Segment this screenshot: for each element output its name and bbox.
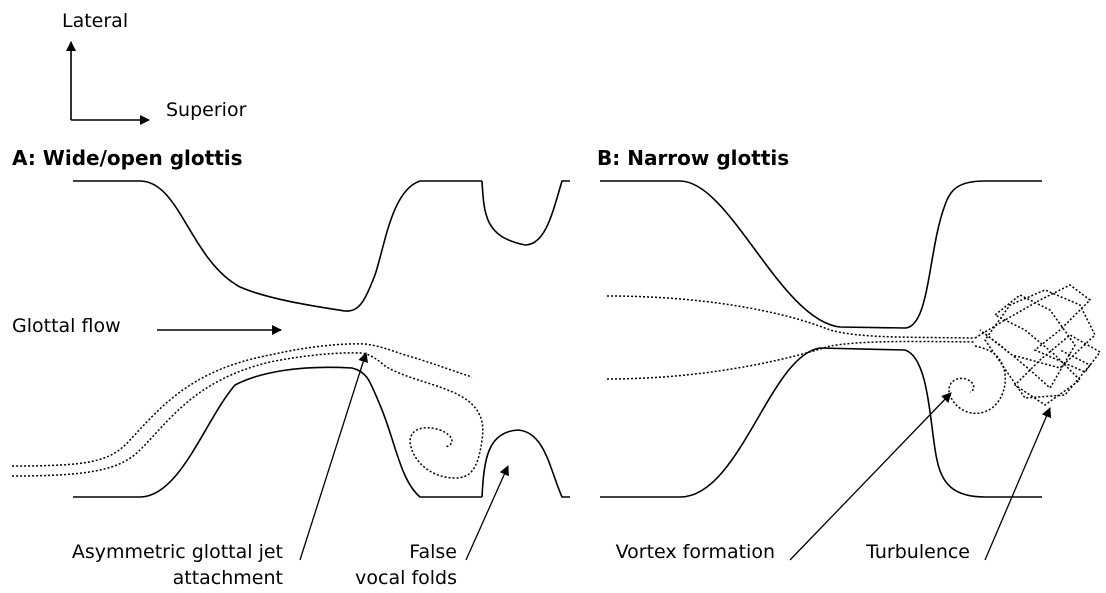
orientation-axes: Lateral Superior <box>62 10 247 121</box>
false-folds-label-line1: False <box>409 541 457 563</box>
panel-a-upper-wall <box>73 181 482 311</box>
vortex-pointer <box>790 393 951 560</box>
jet-attachment-label-line2: attachment <box>173 567 283 589</box>
superior-label: Superior <box>166 99 247 121</box>
panel-a-lower-wall <box>73 367 482 497</box>
panel-a-upper-false-fold <box>482 181 570 245</box>
false-folds-pointer <box>466 466 508 560</box>
panel-b-lower-wall <box>600 348 1042 497</box>
vortex-formation-label: Vortex formation <box>616 541 775 563</box>
false-folds-label-line2: vocal folds <box>355 567 457 589</box>
panel-b-upper-wall <box>600 181 1042 328</box>
panel-b-narrow-glottis: B: Narrow glottis Vortex formation Turbu… <box>597 146 1100 563</box>
glottal-flow-label: Glottal flow <box>12 315 121 337</box>
panel-b-turbulence <box>975 285 1100 405</box>
turbulence-label: Turbulence <box>865 541 970 563</box>
panel-b-title: B: Narrow glottis <box>597 146 789 170</box>
panel-b-streamline-upper <box>607 296 975 338</box>
lateral-label: Lateral <box>62 10 128 32</box>
panel-a-lower-false-fold <box>482 430 570 497</box>
turbulence-pointer <box>985 408 1050 560</box>
panel-a-wide-glottis: A: Wide/open glottis Glottal flow Asymme… <box>12 146 570 589</box>
jet-attachment-label-line1: Asymmetric glottal jet <box>72 541 283 563</box>
panel-b-streamline-lower <box>607 341 975 379</box>
panel-a-streamline-upper <box>12 344 472 466</box>
panel-a-title: A: Wide/open glottis <box>12 146 243 170</box>
jet-attachment-pointer <box>300 353 366 560</box>
panel-a-streamline-lower <box>12 353 483 478</box>
